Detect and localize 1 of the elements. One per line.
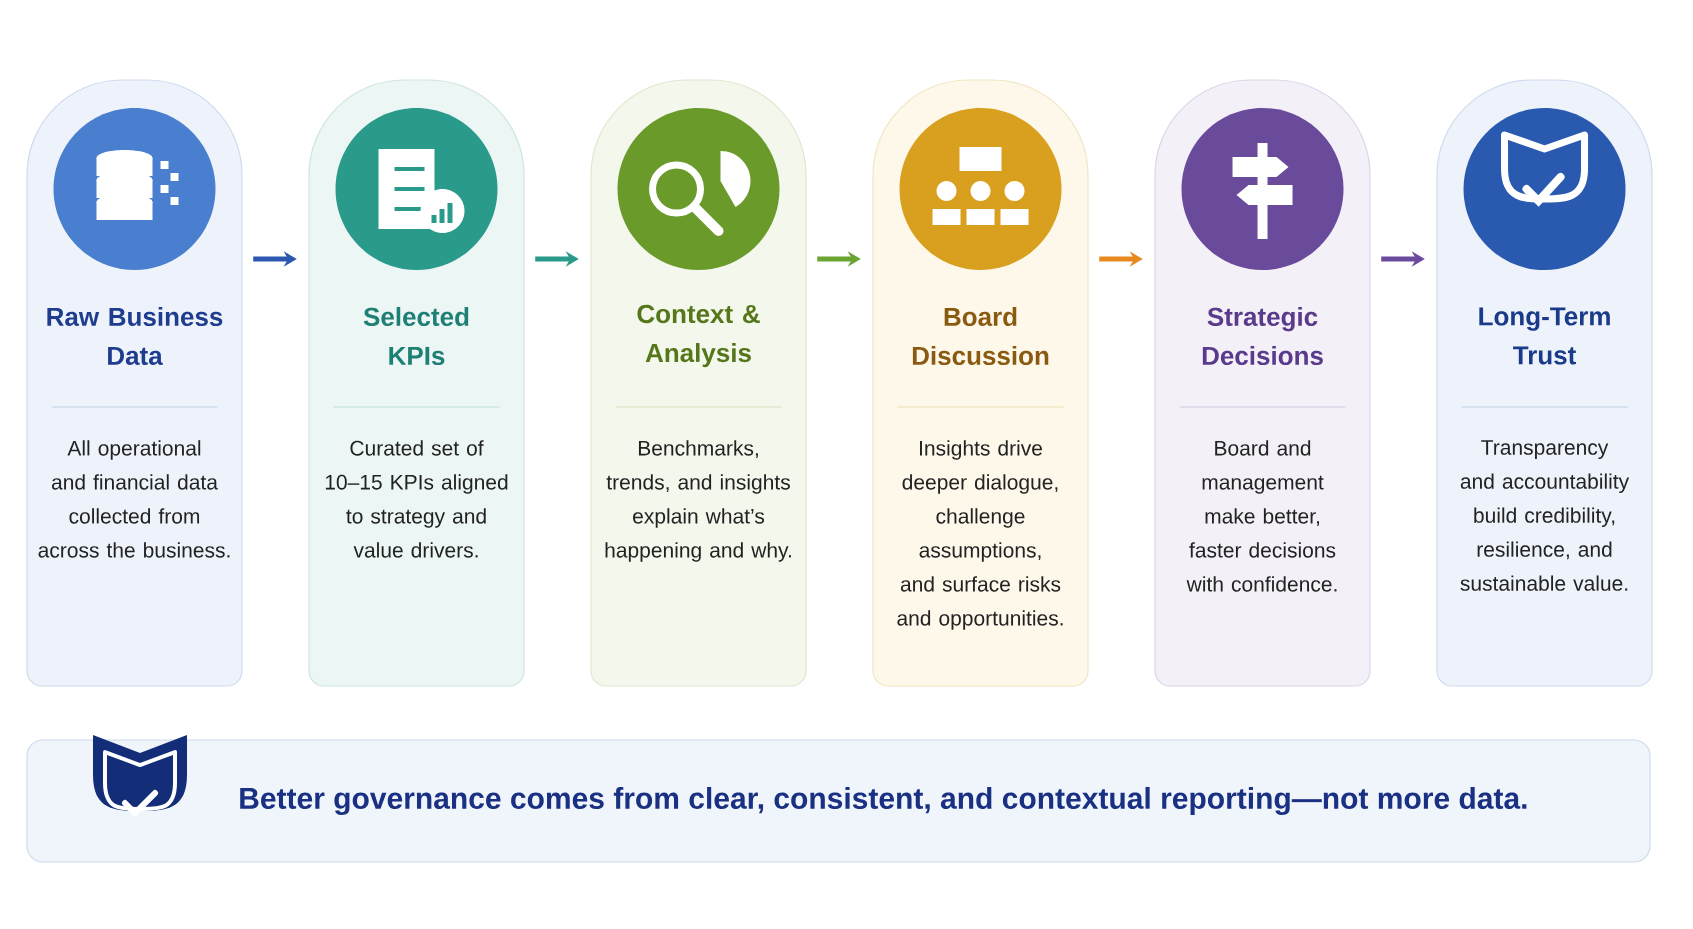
summary-banner: Better governance comes from clear, consistent, and contextual reporting—not more data. — [26, 739, 1651, 863]
